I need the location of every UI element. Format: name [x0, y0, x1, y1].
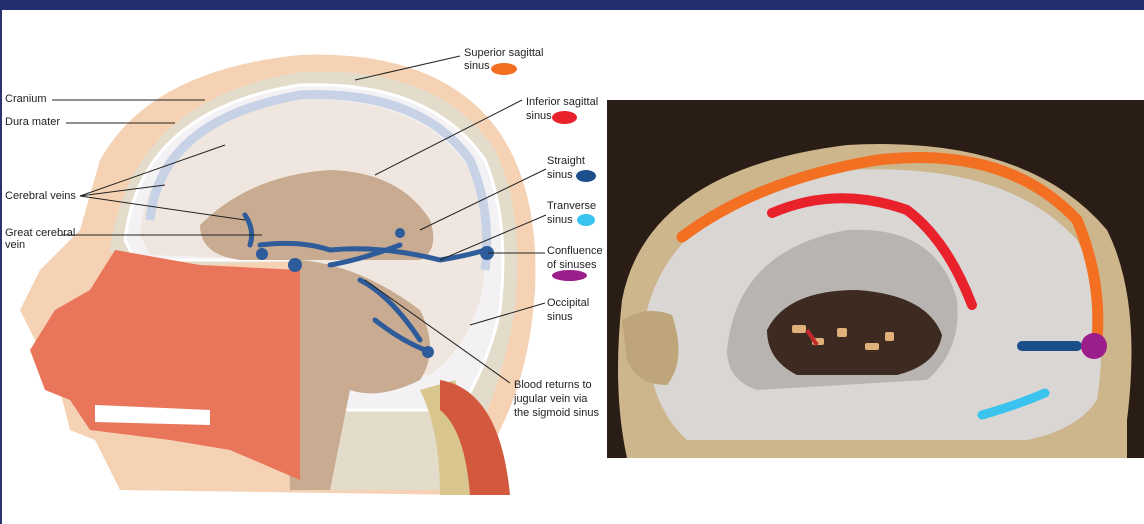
annotation-superior-sagittal	[676, 152, 1104, 346]
leader-lines	[52, 55, 547, 384]
confluence-node	[480, 246, 494, 260]
annotation-transverse	[977, 388, 1050, 420]
label-occipital-1: Occipital	[547, 297, 590, 309]
sagittal-head-illustration	[20, 54, 547, 496]
label-superior-sagittal-1: Superior sagittal	[464, 47, 544, 59]
teeth	[95, 405, 210, 425]
annotation-inferior-sagittal	[767, 193, 977, 310]
swatch-transverse	[577, 214, 595, 226]
label-inferior-sagittal-1: Inferior sagittal	[526, 96, 599, 108]
label-inferior-sagittal-2: sinus	[526, 110, 552, 122]
label-occipital-2: sinus	[547, 311, 573, 323]
label-great-cerebral-vein-2: vein	[5, 239, 26, 251]
superior-sagittal-sinus-band	[145, 90, 492, 271]
label-great-cerebral-vein-1: Great cerebral	[5, 227, 76, 239]
swatch-straight	[576, 170, 596, 182]
left-border	[0, 10, 2, 524]
label-transverse-2: sinus	[547, 214, 573, 226]
sigmoid-node	[422, 346, 434, 358]
label-blood-returns-3: the sigmoid sinus	[514, 407, 599, 419]
label-blood-returns-1: Blood returns to	[514, 379, 592, 391]
label-superior-sagittal-2: sinus	[464, 60, 490, 72]
spine	[420, 380, 480, 495]
face-soft-tissue	[30, 250, 300, 480]
label-confluence-2: of sinuses	[547, 259, 597, 271]
annotated-dissection-photo	[607, 100, 1144, 458]
bone-fragments	[792, 325, 894, 350]
label-blood-returns-2: jugular vein via	[514, 393, 588, 405]
sinus-node-lower	[288, 258, 302, 272]
label-cranium: Cranium	[5, 93, 47, 105]
great-cerebral-vein-node	[256, 248, 268, 260]
label-transverse-1: Tranverse	[547, 200, 597, 212]
label-straight-1: Straight	[547, 155, 585, 167]
brainstem	[285, 260, 430, 490]
swatch-superior-sagittal	[491, 63, 517, 75]
swatch-confluence	[552, 270, 587, 281]
straight-sinus-node	[395, 228, 405, 238]
label-straight-2: sinus	[547, 169, 573, 181]
label-dura-mater: Dura mater	[5, 116, 61, 128]
cerebral-veins	[242, 212, 488, 353]
corpus-callosum	[200, 170, 434, 260]
vessel-red	[805, 328, 819, 347]
neck-muscle	[440, 380, 510, 495]
annotation-confluence	[1081, 333, 1107, 359]
label-confluence-1: Confluence	[547, 245, 603, 257]
header-bar	[0, 0, 1144, 10]
cavity-deep	[767, 290, 942, 375]
swatch-inferior-sagittal	[552, 111, 577, 124]
orbit-structure	[622, 311, 679, 385]
label-cerebral-veins: Cerebral veins	[5, 190, 76, 202]
